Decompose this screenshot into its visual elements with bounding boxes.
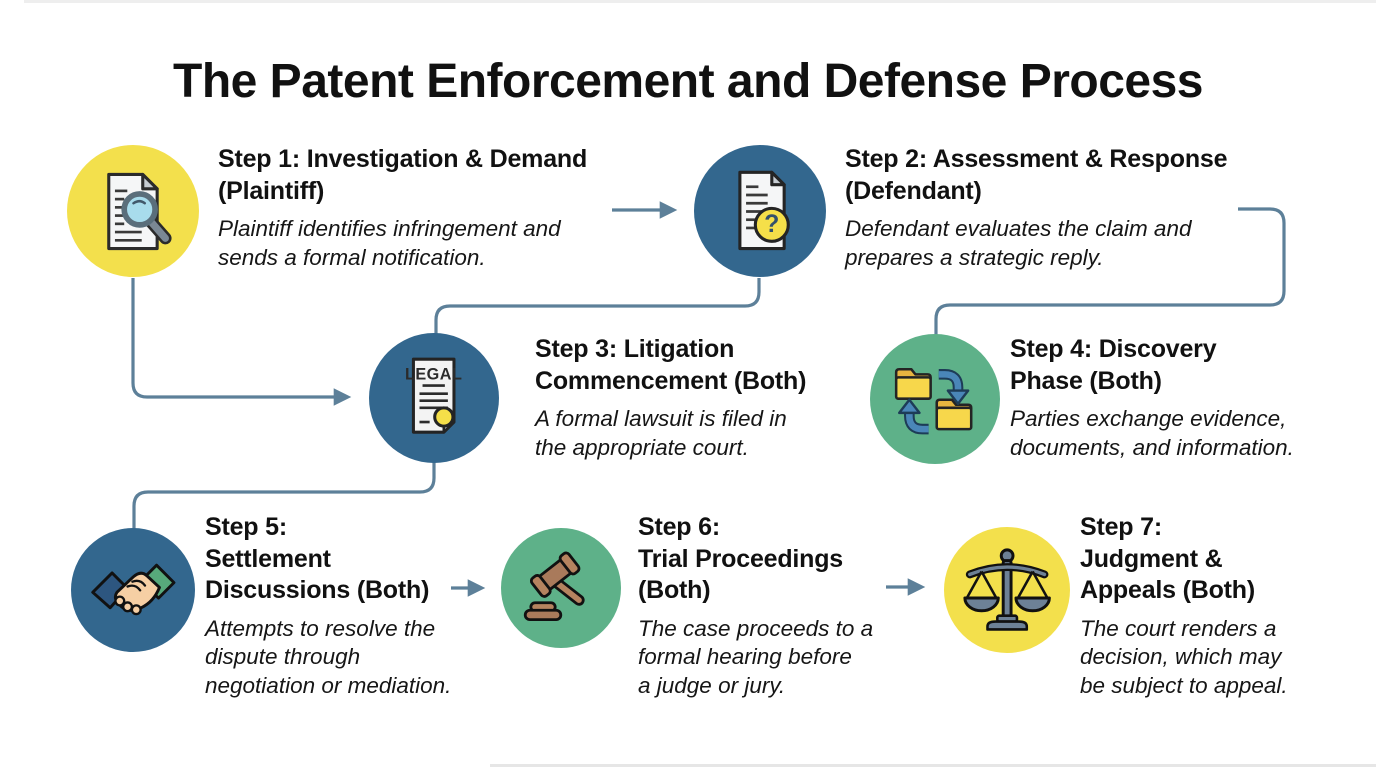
bottom-edge-line [490, 764, 1376, 767]
step-1-text: Step 1: Investigation & Demand (Plaintif… [218, 144, 648, 272]
step-5-icon-badge [71, 528, 195, 652]
step-3-text: Step 3: Litigation Commencement (Both) A… [535, 334, 865, 462]
step-7-text: Step 7: Judgment & Appeals (Both) The co… [1080, 512, 1340, 700]
document-question-icon: ? [737, 170, 790, 250]
folder-exchange-icon [895, 368, 973, 435]
step-2-icon-badge: ? [694, 145, 826, 277]
scales-icon [963, 548, 1051, 631]
connector-step2-step4-elbow [934, 207, 1286, 335]
step-4-icon-badge [870, 334, 1000, 464]
step-1-description: Plaintiff identifies infringement and se… [218, 216, 561, 270]
step-4-title: Step 4: Discovery Phase (Both) [1010, 335, 1217, 395]
step-2-title: Step 2: Assessment & Response (Defendant… [845, 145, 1228, 205]
connector-step2-step3-elbow [434, 278, 761, 334]
step-3-title: Step 3: Litigation Commencement (Both) [535, 335, 807, 395]
step-7-description: The court renders a decision, which may … [1080, 615, 1288, 698]
connector-step3-step5-elbow [132, 462, 436, 529]
document-magnifier-icon [106, 172, 172, 250]
step-6-text: Step 6: Trial Proceedings (Both) The cas… [638, 512, 918, 700]
svg-text:?: ? [764, 211, 779, 238]
legal-document-icon: LEGAL [405, 357, 463, 434]
step-1-title: Step 1: Investigation & Demand (Plaintif… [218, 145, 588, 205]
step-6-icon-badge [501, 528, 621, 648]
step-2-description: Defendant evaluates the claim and prepar… [845, 216, 1192, 270]
step-1-icon-badge [67, 145, 199, 277]
step-5-text: Step 5: Settlement Discussions (Both) At… [205, 512, 485, 700]
page-title: The Patent Enforcement and Defense Proce… [173, 55, 1203, 108]
step-4-text: Step 4: Discovery Phase (Both) Parties e… [1010, 334, 1330, 462]
svg-text:LEGAL: LEGAL [405, 366, 463, 384]
step-5-description: Attempts to resolve the dispute through … [205, 615, 452, 698]
connector-step1-step3-elbow-arrow [131, 278, 352, 406]
gavel-icon [524, 551, 585, 622]
step-3-icon-badge: LEGAL [369, 333, 499, 463]
step-7-icon-badge [944, 527, 1070, 653]
step-6-description: The case proceeds to a formal hearing be… [638, 615, 874, 698]
step-5-title: Step 5: Settlement Discussions (Both) [205, 513, 430, 604]
handshake-icon [90, 563, 176, 615]
step-3-description: A formal lawsuit is filed in the appropr… [535, 406, 787, 460]
step-4-description: Parties exchange evidence, documents, an… [1010, 406, 1294, 460]
top-edge-line [24, 0, 1376, 3]
step-2-text: Step 2: Assessment & Response (Defendant… [845, 144, 1275, 272]
step-6-title: Step 6: Trial Proceedings (Both) [638, 513, 844, 604]
step-7-title: Step 7: Judgment & Appeals (Both) [1080, 513, 1255, 604]
